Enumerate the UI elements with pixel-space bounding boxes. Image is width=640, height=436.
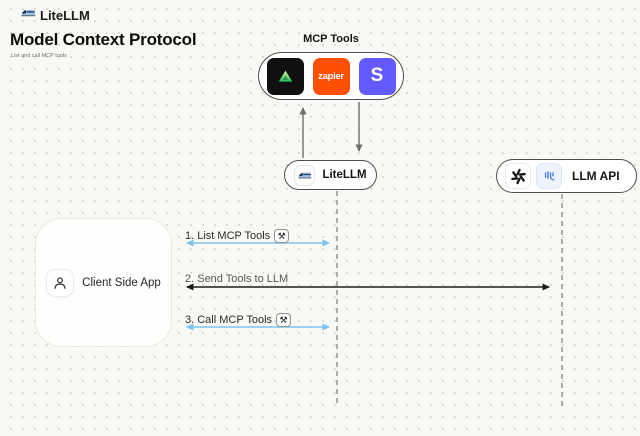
llm-provider-icon: [536, 163, 562, 189]
client-side-app-label: Client Side App: [82, 276, 161, 289]
message-send-tools-to-llm: 2. Send Tools to LLM: [185, 273, 288, 285]
stripe-letter: S: [370, 65, 384, 86]
stripe-icon[interactable]: S: [358, 57, 396, 95]
tools-icon: ⚒: [274, 229, 290, 243]
llm-api-node-label: LLM API: [572, 169, 620, 183]
llm-api-node[interactable]: LLM API: [496, 159, 637, 193]
litellm-logo-icon: [20, 6, 36, 24]
mcp-tools-node[interactable]: zapier S: [258, 52, 404, 100]
litellm-node[interactable]: LiteLLM: [284, 160, 377, 190]
message-list-mcp-tools: 1. List MCP Tools ⚒: [185, 229, 290, 243]
zapier-icon[interactable]: zapier: [312, 57, 350, 95]
zapier-wordmark: zapier: [318, 70, 344, 82]
message-3-label: 3. Call MCP Tools: [185, 314, 273, 326]
litellm-node-label: LiteLLM: [322, 169, 367, 181]
client-side-app-node[interactable]: Client Side App: [35, 218, 172, 347]
message-2-label: 2. Send Tools to LLM: [185, 273, 289, 285]
brand: LiteLLM: [20, 6, 90, 24]
message-call-mcp-tools: 3. Call MCP Tools ⚒: [185, 313, 292, 327]
user-icon: [46, 268, 75, 297]
green-triangle-tool-icon[interactable]: [266, 57, 304, 95]
page-subtitle: List and call MCP tools: [11, 53, 67, 59]
openai-icon: [505, 163, 531, 189]
page-title: Model Context Protocol: [10, 30, 197, 49]
tools-icon: ⚒: [276, 313, 292, 327]
message-1-label: 1. List MCP Tools: [185, 230, 271, 242]
mcp-tools-label: MCP Tools: [303, 33, 359, 45]
brand-name: LiteLLM: [40, 7, 90, 23]
litellm-logo-icon: [294, 164, 316, 186]
